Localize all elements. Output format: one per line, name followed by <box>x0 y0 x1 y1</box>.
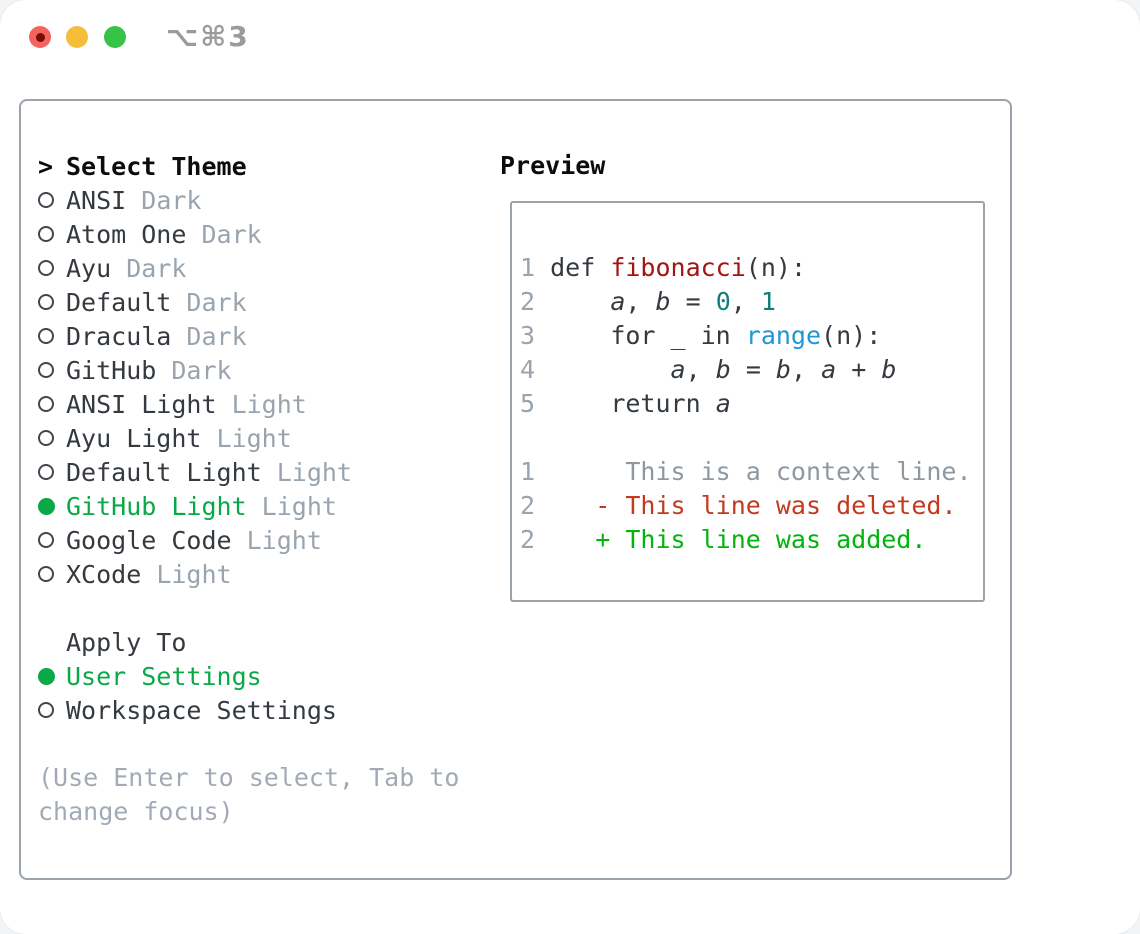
close-button[interactable] <box>29 26 51 48</box>
radio-icon <box>38 192 54 208</box>
code-line: 2 + This line was added. <box>520 525 927 554</box>
code-line: 5 return a <box>520 389 731 418</box>
variant-label: Light <box>231 525 322 555</box>
variant-label: Light <box>261 457 352 487</box>
option-label: Ayu <box>66 253 112 283</box>
option-label: Google Code <box>66 525 232 555</box>
radio-selected-icon <box>38 667 55 685</box>
select-theme-title: Select Theme <box>66 151 247 181</box>
radio-icon <box>38 430 54 446</box>
spacer <box>38 727 478 761</box>
radio-icon <box>38 396 54 412</box>
variant-label: Dark <box>171 321 247 351</box>
option-label: XCode <box>66 559 142 589</box>
theme-option-github[interactable]: GitHub Dark <box>38 353 478 387</box>
code-line: 2 a, b = 0, 1 <box>520 287 776 316</box>
option-label: Atom One <box>66 219 187 249</box>
theme-option-google-code[interactable]: Google Code Light <box>38 523 478 557</box>
radio-icon <box>38 532 54 548</box>
variant-label: Light <box>246 491 337 521</box>
option-label: Ayu Light <box>66 423 202 453</box>
option-label: ANSI <box>66 185 127 215</box>
titlebar: ⌥⌘3 <box>0 0 1140 99</box>
theme-option-default[interactable]: Default Dark <box>38 285 478 319</box>
preview-title: Preview <box>500 151 606 180</box>
variant-label: Light <box>216 389 307 419</box>
hint-line-1: (Use Enter to select, Tab to <box>38 763 460 792</box>
zoom-button[interactable] <box>104 26 126 48</box>
theme-option-ansi-light[interactable]: ANSI Light Light <box>38 387 478 421</box>
code-line: 3 for _ in range(n): <box>520 321 882 350</box>
code-preview: 1 def fibonacci(n): 2 a, b = 0, 1 3 for _ … <box>512 203 983 557</box>
radio-icon <box>38 464 54 480</box>
minimize-button[interactable] <box>66 26 88 48</box>
theme-option-atom-one[interactable]: Atom One Dark <box>38 217 478 251</box>
variant-label: Dark <box>156 355 232 385</box>
code-line: 1 This is a context line. <box>520 457 972 486</box>
option-label: ANSI Light <box>66 389 217 419</box>
option-label: Default <box>66 287 172 317</box>
apply-to-header: Apply To <box>38 625 478 659</box>
option-label: Default Light <box>66 457 262 487</box>
variant-label: Dark <box>126 185 202 215</box>
theme-option-github-light[interactable]: GitHub Light Light <box>38 489 478 523</box>
option-label: User Settings <box>66 661 262 691</box>
radio-icon <box>38 294 54 310</box>
theme-option-ansi[interactable]: ANSI Dark <box>38 183 478 217</box>
prompt-caret-icon: > <box>38 151 54 181</box>
theme-option-xcode[interactable]: XCode Light <box>38 557 478 591</box>
radio-selected-icon <box>38 497 55 515</box>
code-line <box>520 421 983 455</box>
window-title: ⌥⌘3 <box>166 20 250 53</box>
variant-label: Light <box>201 423 292 453</box>
radio-icon <box>38 702 54 718</box>
radio-icon <box>38 328 54 344</box>
radio-icon <box>38 260 54 276</box>
code-line: 2 - This line was deleted. <box>520 491 957 520</box>
select-theme-header: > Select Theme <box>38 149 478 183</box>
hint-text: (Use Enter to select, Tab to change focu… <box>38 761 478 829</box>
variant-label: Dark <box>171 287 247 317</box>
preview-code-box: 1 def fibonacci(n): 2 a, b = 0, 1 3 for _ … <box>510 201 985 602</box>
hint-line-2: change focus) <box>38 797 234 826</box>
radio-icon <box>38 226 54 242</box>
code-line: 4 a, b = b, a + b <box>520 355 897 384</box>
theme-option-default-light[interactable]: Default Light Light <box>38 455 478 489</box>
theme-option-ayu-light[interactable]: Ayu Light Light <box>38 421 478 455</box>
variant-label: Dark <box>111 253 187 283</box>
close-dot-icon <box>35 32 45 42</box>
code-line: 1 def fibonacci(n): <box>520 253 807 282</box>
theme-option-ayu[interactable]: Ayu Dark <box>38 251 478 285</box>
variant-label: Dark <box>186 219 262 249</box>
apply-to-title: Apply To <box>66 627 187 657</box>
radio-icon <box>38 566 54 582</box>
spacer <box>38 591 478 625</box>
option-label: GitHub <box>66 355 157 385</box>
theme-option-dracula[interactable]: Dracula Dark <box>38 319 478 353</box>
apply-option-user-settings[interactable]: User Settings <box>38 659 478 693</box>
radio-icon <box>38 362 54 378</box>
option-label: Dracula <box>66 321 172 351</box>
variant-label: Light <box>141 559 232 589</box>
option-label: Workspace Settings <box>66 695 337 725</box>
apply-option-workspace-settings[interactable]: Workspace Settings <box>38 693 478 727</box>
option-label: GitHub Light <box>66 491 247 521</box>
